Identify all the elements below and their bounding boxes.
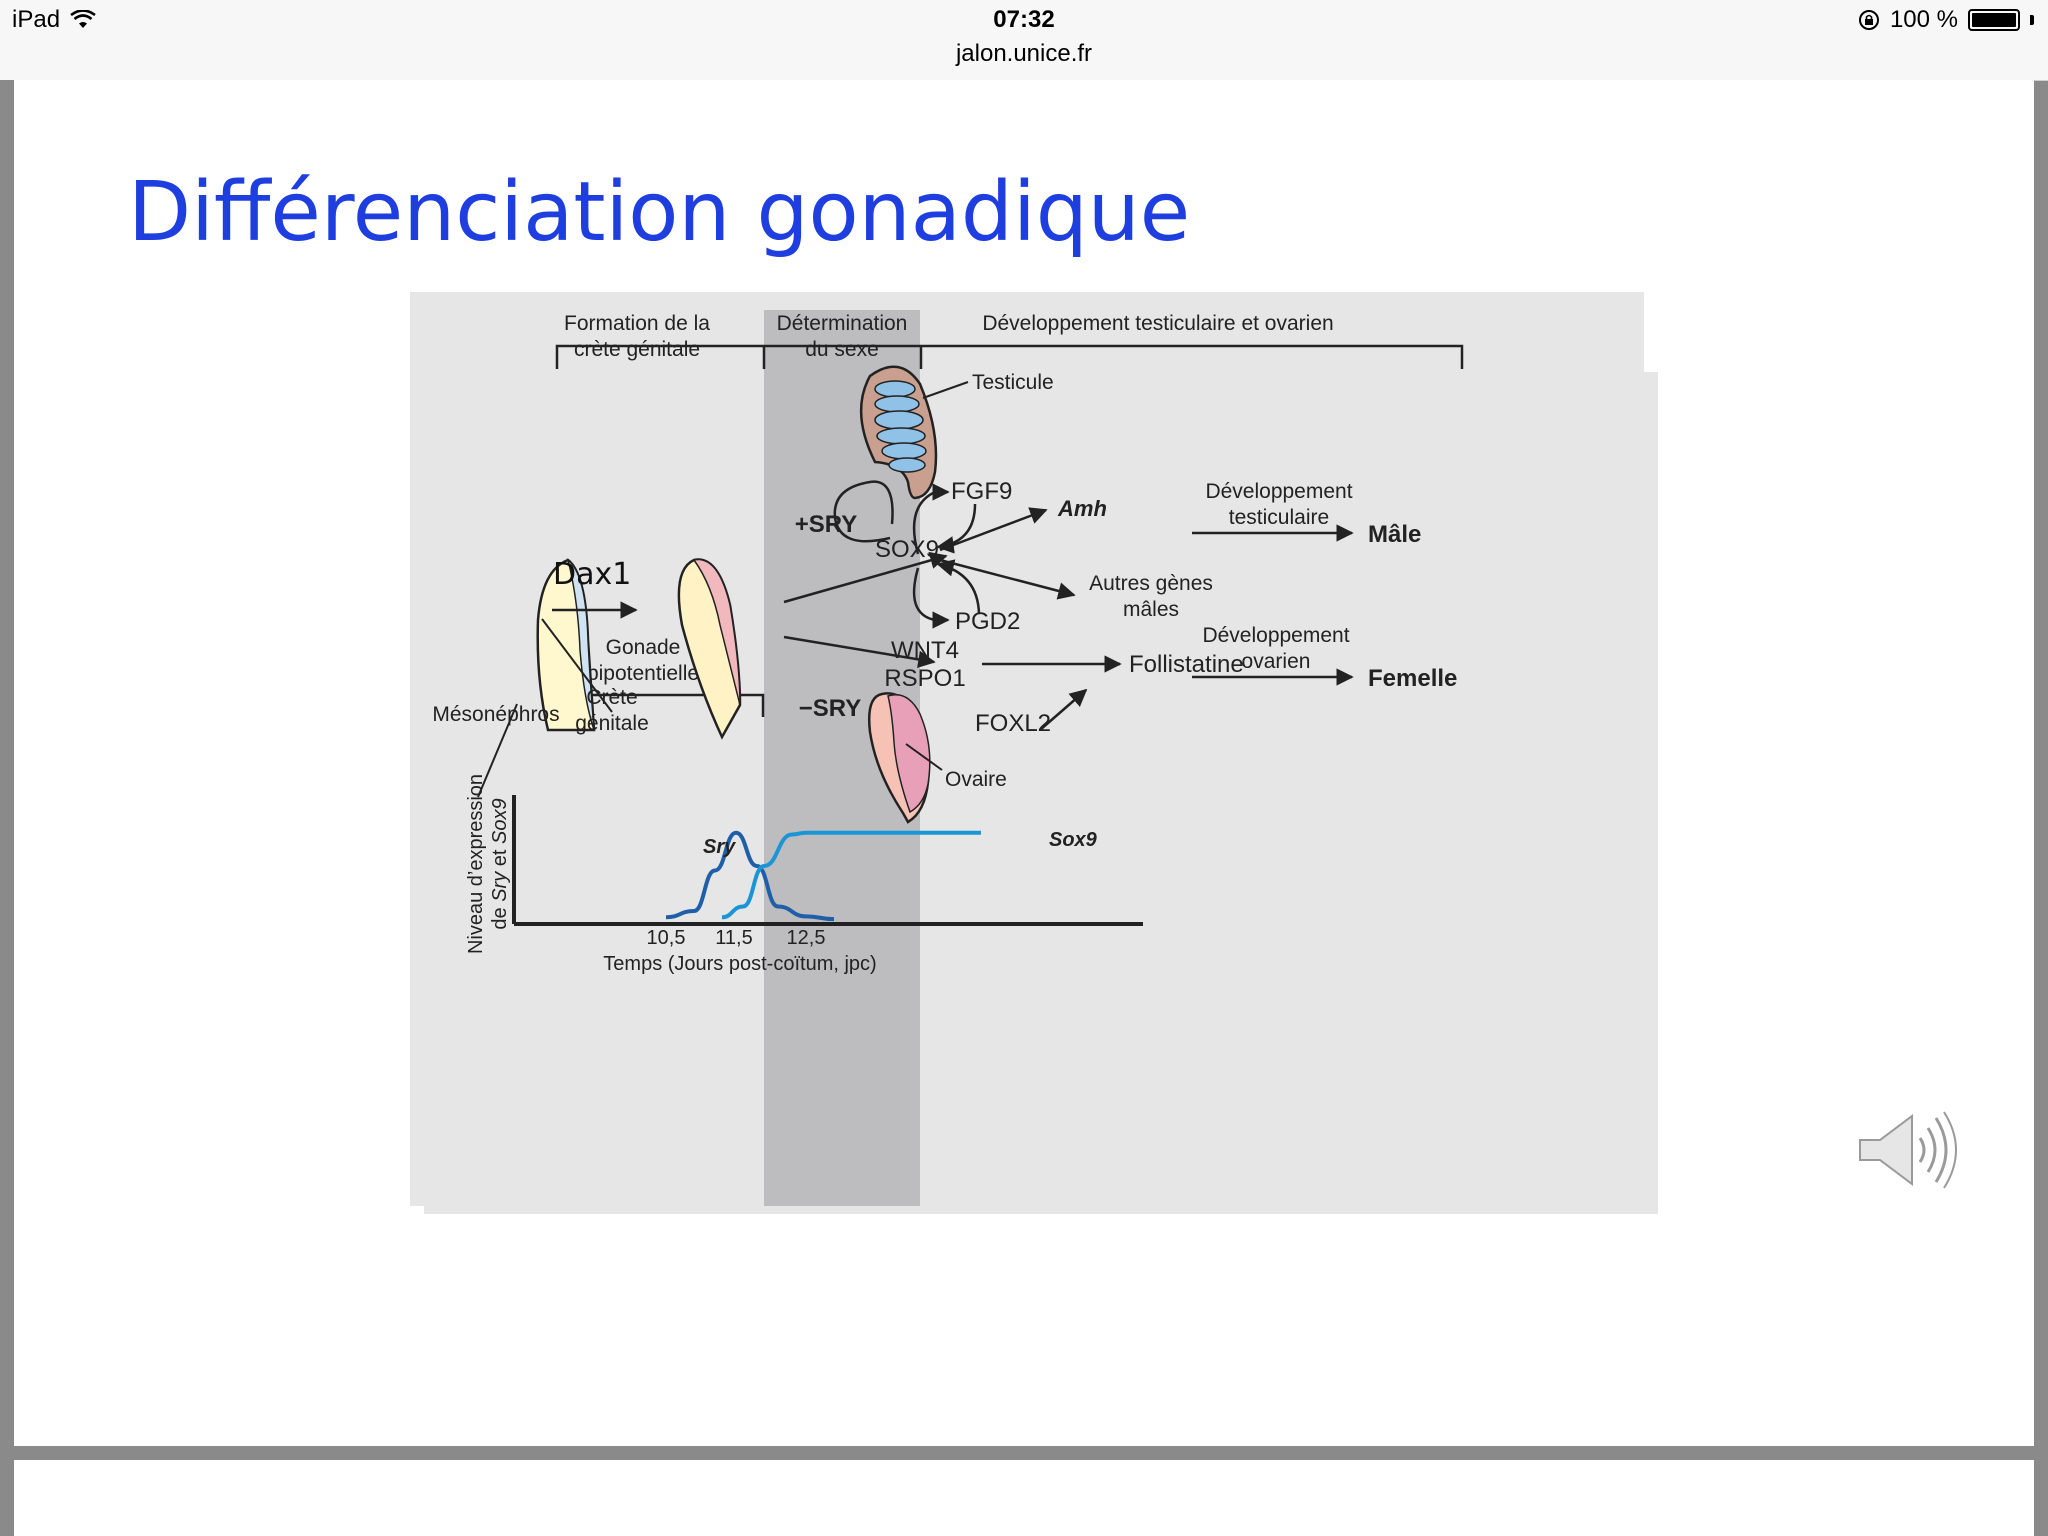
dev-ovarien-line2: ovarien (1242, 650, 1311, 673)
address-bar-url[interactable]: jalon.unice.fr (955, 40, 1093, 67)
figure-panel (410, 292, 1644, 1206)
device-name: iPad (12, 6, 61, 33)
page-edge (0, 80, 14, 1536)
dev-testiculaire-line1: Développement (1205, 480, 1352, 503)
pgd2-to-sox9-arrow (936, 559, 981, 615)
chart-series-group (665, 830, 981, 922)
wifi-icon (70, 10, 96, 28)
femelle-label: Femelle (1368, 665, 1457, 692)
second-gonad-drawing (677, 558, 742, 740)
series-line-sox9 (721, 830, 981, 920)
sox9-to-amh-arrow (939, 507, 1048, 552)
gonade-label-line2: bipotentielle (587, 662, 699, 685)
follistatine-label: Follistatine (1129, 651, 1244, 678)
testicule-label: Testicule (972, 371, 1054, 394)
mesonephros-pointer (477, 703, 518, 798)
fgf9-label: FGF9 (951, 478, 1012, 505)
rspo1-label: RSPO1 (884, 665, 965, 692)
ovaire-pointer (905, 743, 943, 771)
dev-testiculaire-line2: testiculaire (1229, 506, 1329, 529)
arrow-to-wnt4 (783, 635, 936, 669)
chart-ylabel-line1: Niveau d’expression (465, 774, 487, 954)
series-label-sox9: Sox9 (1049, 829, 1098, 851)
x-tick-10-5: 10,5 (647, 927, 686, 949)
arrow-to-sox9 (783, 551, 948, 604)
autres-genes-line1: Autres gènes (1089, 572, 1213, 595)
phase3-label: Développement testiculaire et ovarien (982, 312, 1333, 335)
series-label-sry: Sry (703, 836, 736, 858)
crete-pointer (541, 618, 613, 713)
phase2-label-line1: Détermination (777, 312, 908, 335)
testicule-drawing (859, 365, 938, 500)
x-tick-12-5: 12,5 (787, 927, 826, 949)
expression-chart: Sry Sox9 10,5 11,5 12,5 Temps (Jours pos… (465, 774, 1143, 975)
crete-label-line1: Crète (586, 686, 637, 709)
gonade-label-line1: Gonade (606, 636, 681, 659)
chart-xlabel: Temps (Jours post-coïtum, jpc) (603, 953, 876, 975)
autres-genes-line2: mâles (1123, 598, 1179, 621)
fgf9-to-sox9-arrow (936, 503, 977, 554)
plus-sry-label: +SRY (795, 511, 857, 538)
status-right: 100 % (1858, 6, 2034, 34)
foxl2-label: FOXL2 (975, 710, 1051, 737)
slide-title: Différenciation gonadique (128, 165, 1191, 260)
sox9-self-loop (833, 480, 894, 543)
status-left: iPad (12, 6, 96, 34)
chart-ylabel-line2: de Sry et Sox9 (489, 798, 511, 929)
status-time: 07:32 (993, 6, 1055, 33)
bipotential-gonad-drawing (536, 558, 596, 732)
phase2-label-line2: du sexe (805, 338, 879, 361)
testicule-pointer (922, 381, 969, 399)
gonadal-differentiation-figure: Formation de la crète génitale Détermina… (410, 292, 1658, 1214)
battery-tip (2030, 15, 2034, 25)
dax1-label: Dax1 (553, 557, 631, 592)
battery-percent: 100 % (1889, 6, 1958, 33)
x-tick-11-5: 11,5 (715, 927, 752, 949)
sox9-to-pgd2-arrow (912, 567, 950, 629)
minus-sry-label: −SRY (799, 695, 861, 722)
ovaire-drawing (868, 692, 931, 824)
crete-label-line2: génitale (575, 712, 649, 735)
pgd2-label: PGD2 (955, 608, 1020, 635)
speaker-icon[interactable] (1840, 1100, 1970, 1200)
phase1-label-line2: crète génitale (574, 338, 700, 361)
sox9-to-fgf9-arrow (912, 483, 950, 555)
status-bar: iPad 07:32 jalon.unice.fr 100 % (0, 0, 2048, 81)
rotation-lock-icon (1858, 10, 1879, 30)
battery-icon (1968, 9, 2020, 31)
dev-ovarien-line1: Développement (1202, 624, 1349, 647)
male-label: Mâle (1368, 521, 1421, 548)
mesonephros-label: Mésonéphros (432, 703, 559, 726)
sox9-label: SOX9 (875, 536, 939, 563)
amh-label: Amh (1057, 496, 1107, 521)
next-slide-page (14, 1460, 2034, 1536)
foxl2-arrow (1039, 688, 1088, 731)
sox9-to-autres-arrow (939, 558, 1076, 600)
ovaire-label: Ovaire (945, 768, 1007, 791)
phase1-label-line1: Formation de la (564, 312, 710, 335)
series-line-sry (665, 830, 835, 922)
wnt4-label: WNT4 (891, 637, 959, 664)
phase-bracket (555, 344, 1464, 369)
